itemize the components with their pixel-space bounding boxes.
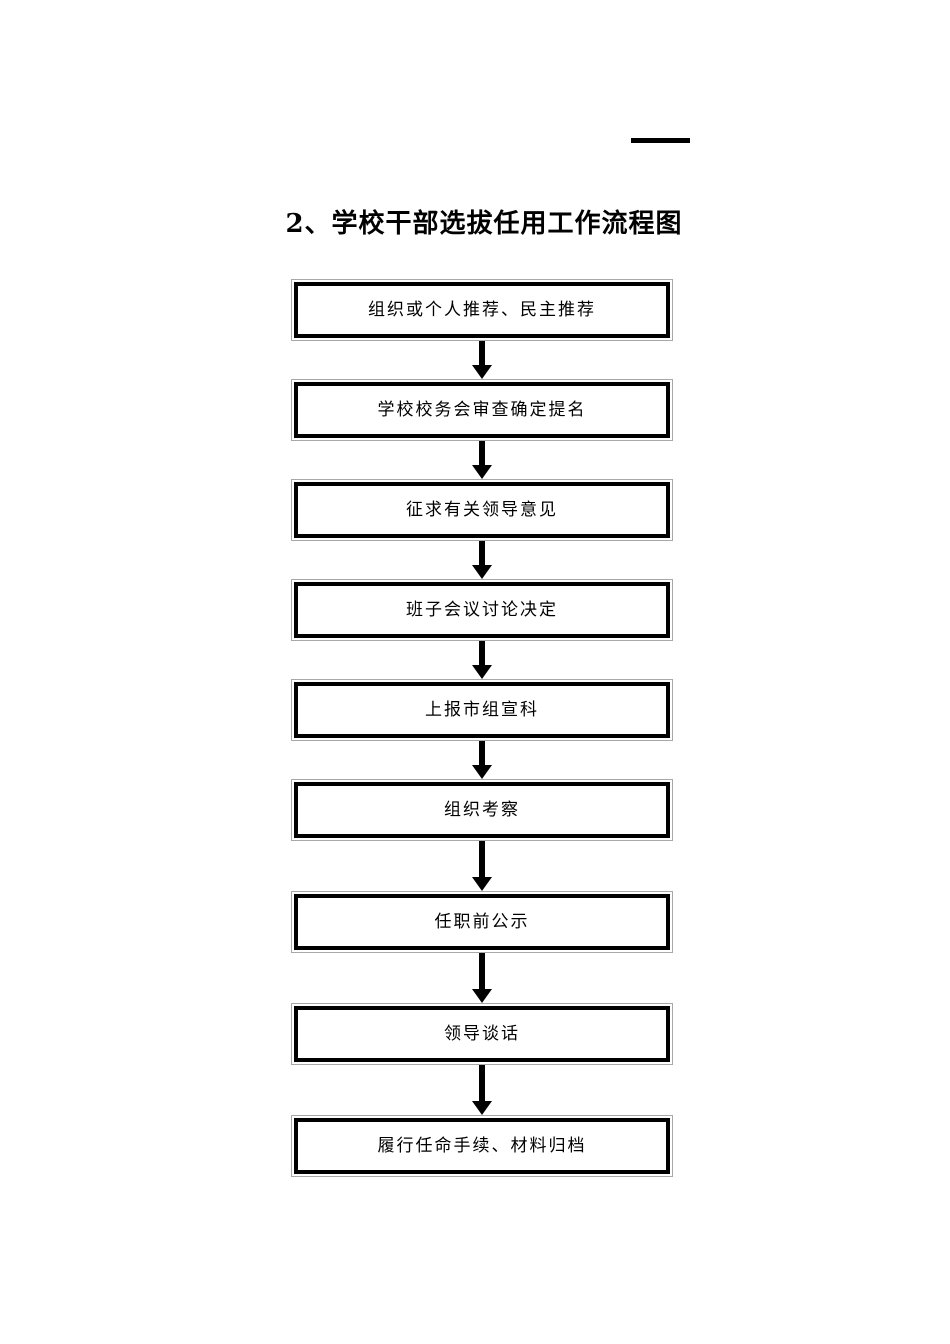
flow-step: 班子会议讨论决定 [291,579,673,641]
down-arrow-icon [472,641,492,679]
flow-node-1[interactable]: 组织或个人推荐、民主推荐 [291,279,673,341]
flowchart: 组织或个人推荐、民主推荐 学校校务会审查确定提名 征求有关领导意见 [291,279,673,1177]
page-title: 2、学校干部选拔任用工作流程图 [285,209,683,239]
flow-node-7[interactable]: 任职前公示 [291,891,673,953]
flow-connector-3 [291,541,673,579]
flow-connector-2 [291,441,673,479]
down-arrow-icon [472,1065,492,1115]
top-rule-mark [631,138,690,143]
flow-node-4[interactable]: 班子会议讨论决定 [291,579,673,641]
flow-node-inner: 班子会议讨论决定 [294,582,670,638]
flow-node-3[interactable]: 征求有关领导意见 [291,479,673,541]
down-arrow-icon [472,953,492,1003]
flow-node-label: 组织或个人推荐、民主推荐 [368,299,596,320]
flow-node-label: 任职前公示 [434,911,530,932]
flow-step: 组织或个人推荐、民主推荐 [291,279,673,341]
flow-node-8[interactable]: 领导谈话 [291,1003,673,1065]
down-arrow-icon [472,541,492,579]
flow-connector-4 [291,641,673,679]
flow-node-inner: 组织考察 [294,782,670,838]
flow-node-inner: 学校校务会审查确定提名 [294,382,670,438]
flow-node-label: 班子会议讨论决定 [406,599,558,620]
flow-node-label: 上报市组宣科 [425,699,539,720]
flow-connector-5 [291,741,673,779]
flow-node-label: 组织考察 [444,799,520,820]
down-arrow-icon [472,741,492,779]
flow-node-inner: 征求有关领导意见 [294,482,670,538]
flow-node-9[interactable]: 履行任命手续、材料归档 [291,1115,673,1177]
flow-node-inner: 上报市组宣科 [294,682,670,738]
flow-step: 任职前公示 [291,891,673,953]
flow-connector-8 [291,1065,673,1115]
flow-connector-6 [291,841,673,891]
flow-step: 上报市组宣科 [291,679,673,741]
flow-step: 学校校务会审查确定提名 [291,379,673,441]
flow-connector-7 [291,953,673,1003]
down-arrow-icon [472,441,492,479]
flow-node-inner: 组织或个人推荐、民主推荐 [294,282,670,338]
flow-node-label: 征求有关领导意见 [406,499,558,520]
flow-node-6[interactable]: 组织考察 [291,779,673,841]
flow-step: 履行任命手续、材料归档 [291,1115,673,1177]
flow-node-label: 领导谈话 [444,1023,520,1044]
flow-step: 领导谈话 [291,1003,673,1065]
flow-node-inner: 任职前公示 [294,894,670,950]
flow-node-label: 履行任命手续、材料归档 [377,1135,587,1156]
down-arrow-icon [472,341,492,379]
flow-node-inner: 履行任命手续、材料归档 [294,1118,670,1174]
flow-node-inner: 领导谈话 [294,1006,670,1062]
flow-connector-1 [291,341,673,379]
flow-node-label: 学校校务会审查确定提名 [377,399,587,420]
down-arrow-icon [472,841,492,891]
flow-node-5[interactable]: 上报市组宣科 [291,679,673,741]
flow-node-2[interactable]: 学校校务会审查确定提名 [291,379,673,441]
flow-step: 征求有关领导意见 [291,479,673,541]
flow-step: 组织考察 [291,779,673,841]
